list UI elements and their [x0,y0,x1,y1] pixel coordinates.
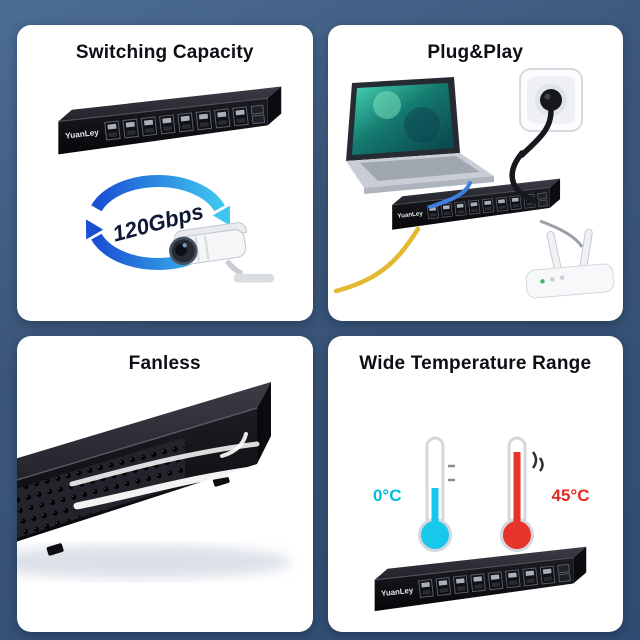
laptop-icon [345,77,494,194]
card-plug-and-play: Plug&Play [327,25,623,321]
heat-wave [538,457,544,472]
switch-top-face [17,382,271,480]
cycle-arrowhead-right [212,205,231,226]
switch-end-face [257,382,271,464]
card-switching-capacity: Switching Capacity 120Gbps [17,25,313,321]
card-title-fanless: Fanless [128,353,201,374]
router-body [525,263,614,299]
power-outlet-icon [518,68,583,158]
power-cord [518,108,554,158]
vent-holes [17,437,185,539]
thermometer-cold-icon [417,436,455,552]
router-cable [538,219,583,248]
temp-high-label: 45°C [551,486,590,505]
card-title-switching: Switching Capacity [75,42,254,63]
card-title-plugplay: Plug&Play [427,42,524,63]
ethernet-cable-yellow [333,226,420,294]
cables-overlay [333,150,583,294]
temp-low-label: 0°C [372,486,402,505]
power-cable [509,150,539,204]
thermometer-column [513,452,520,528]
heat-wave [531,451,537,469]
fanless-switch-illustration [17,382,292,579]
router-antenna-left [546,230,561,272]
camera-bracket-base [233,273,275,283]
wifi-router-icon [525,228,614,299]
poe-switch-illustration [354,532,594,624]
thermometer-hot-icon [499,436,544,552]
cctv-camera-icon [169,222,275,283]
airflow-icon [69,432,282,529]
camera-bracket-arm [224,259,244,277]
cycle-arrow-top [91,174,225,212]
card-title-temperature: Wide Temperature Range [359,353,592,374]
cycle-arrowhead-left [85,219,104,240]
switch-foot [46,543,64,556]
card-temperature-range: Wide Temperature Range 0°C 45°C [327,336,623,632]
thermometer-column [431,488,438,528]
ethernet-cable-blue [427,181,472,209]
laptop-keyboard [359,156,480,181]
camera-body [169,222,248,266]
card-fanless: Fanless [17,336,313,632]
switch-shadow [17,545,292,579]
